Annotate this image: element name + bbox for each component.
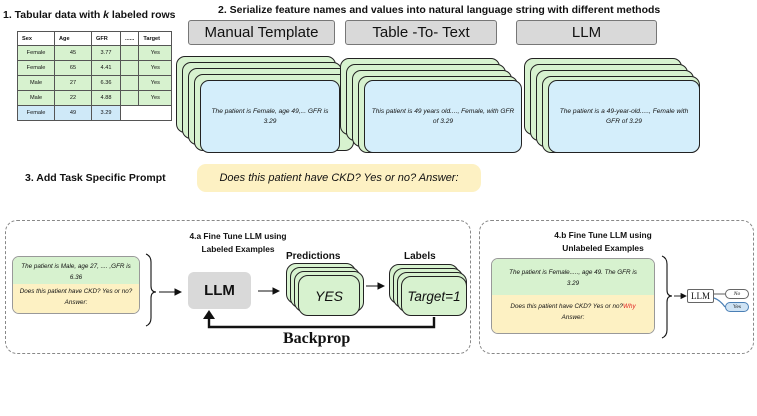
prediction-value: YES: [298, 275, 360, 316]
llm-box-4a: LLM: [188, 272, 251, 309]
table-header: Age: [54, 31, 92, 46]
table-header: Target: [138, 31, 173, 46]
table-cell: Female: [17, 60, 55, 76]
labels-label: Labels: [404, 251, 436, 262]
table-cell: Yes: [138, 75, 173, 91]
table-cell: Yes: [138, 90, 173, 106]
predictions-label: Predictions: [286, 251, 341, 262]
section-4a: [5, 220, 471, 354]
backprop-label: Backprop: [283, 330, 351, 347]
option-no: No: [725, 289, 749, 299]
step1-title-suffix: labeled rows: [109, 9, 176, 21]
data-table: Sex Age GFR ...... Target Female 45 3.77…: [17, 31, 173, 121]
unlabeled-example-panel: The patient is Female....., age 49. The …: [491, 258, 655, 334]
table-cell: 27: [54, 75, 92, 91]
method-manual-template: Manual Template: [188, 20, 335, 45]
llm-box-4b: LLM: [687, 289, 714, 303]
table-cell: [119, 105, 139, 121]
table-cell: 45: [54, 45, 92, 61]
step4b-title-line2: Unlabeled Examples: [562, 243, 644, 254]
step3-title: 3. Add Task Specific Prompt: [25, 172, 166, 184]
table-cell: Male: [17, 75, 55, 91]
method-table-to-text: Table -To- Text: [345, 20, 497, 45]
step1-title-k: k: [103, 9, 109, 21]
table-cell: Female: [17, 45, 55, 61]
table-cell: [119, 60, 140, 76]
step4a-title: 4.a Fine Tune LLM using Labeled Examples: [183, 230, 293, 256]
table-cell: Yes: [138, 45, 173, 61]
unlabeled-prompt-answer: Answer:: [561, 313, 585, 321]
table-row: Female 65 4.41 Yes: [17, 60, 173, 76]
label-value: Target=1: [401, 276, 467, 316]
table-row: Male 27 6.36 Yes: [17, 75, 173, 91]
table-cell: [119, 90, 140, 106]
table-row-unlabeled: Female 49 3.29: [17, 105, 173, 121]
table-cell: 49: [54, 105, 92, 121]
step4b-title-line1: 4.b Fine Tune LLM using: [554, 230, 652, 240]
table-cell: 3.29: [91, 105, 121, 121]
table-header-row: Sex Age GFR ...... Target: [17, 31, 173, 46]
step1-title-prefix: 1. Tabular data with: [3, 9, 104, 21]
section-4b: [479, 220, 754, 354]
table-cell: Female: [17, 105, 55, 121]
step4b-title: 4.b Fine Tune LLM using Unlabeled Exampl…: [544, 229, 662, 255]
step4a-title-line2: Labeled Examples: [201, 244, 275, 255]
table-cell: Male: [17, 90, 55, 106]
table-cell: 6.36: [91, 75, 121, 91]
labeled-example-panel: The patient is Male, age 27, .... ,GFR i…: [12, 256, 140, 314]
table-header: ......: [119, 31, 140, 46]
unlabeled-example-prompt: Does this patient have CKD? Yes or no?Wh…: [492, 295, 654, 333]
step4a-title-line1: 4.a Fine Tune LLM using: [189, 231, 287, 241]
table-cell: [119, 45, 140, 61]
why-word: Why: [623, 303, 636, 310]
step2-title: 2. Serialize feature names and values in…: [218, 4, 661, 16]
table-cell: Yes: [138, 60, 173, 76]
unlabeled-example-text: The patient is Female....., age 49. The …: [492, 259, 654, 295]
step1-title: 1. Tabular data with k labeled rows: [3, 9, 176, 21]
table-cell: [119, 75, 140, 91]
table-cell: 3.77: [91, 45, 121, 61]
serialized-text-table-to-text: This patient is 49 years old...., Female…: [364, 80, 522, 153]
table-cell: 65: [54, 60, 92, 76]
unlabeled-prompt-question: Does this patient have CKD? Yes or no?: [510, 303, 623, 310]
table-row: Female 45 3.77 Yes: [17, 45, 173, 61]
table-row: Male 22 4.88 Yes: [17, 90, 173, 106]
task-prompt: Does this patient have CKD? Yes or no? A…: [197, 164, 481, 192]
serialized-text-manual: The patient is Female, age 49,... GFR is…: [200, 80, 340, 153]
table-header: Sex: [17, 31, 55, 46]
table-cell: 22: [54, 90, 92, 106]
table-cell: 4.88: [91, 90, 121, 106]
serialized-text-llm: The patient is a 49-year-old....., Femal…: [548, 80, 700, 153]
table-cell: 4.41: [91, 60, 121, 76]
labeled-example-text: The patient is Male, age 27, .... ,GFR i…: [13, 257, 139, 284]
option-yes: Yes: [725, 302, 749, 312]
table-header: GFR: [91, 31, 121, 46]
table-cell: [138, 105, 173, 121]
labeled-example-prompt: Does this patient have CKD? Yes or no? A…: [13, 284, 139, 313]
method-llm: LLM: [516, 20, 657, 45]
